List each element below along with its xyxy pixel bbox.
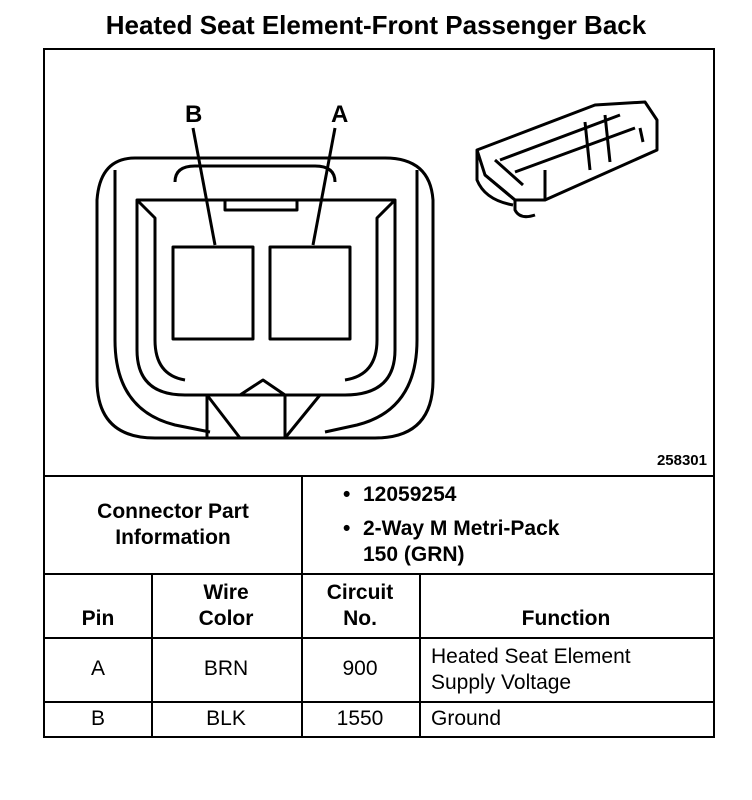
col-divider-2 [301, 573, 303, 736]
connector-inner-ledge-right [324, 170, 419, 434]
row-a-function: Heated Seat Element Supply Voltage [431, 645, 631, 694]
row-a-circuit: 900 [342, 657, 378, 680]
cavity-label-b: B [185, 101, 202, 128]
table-top-border [45, 475, 713, 477]
connector-info-label: Connector Part Information [97, 500, 249, 549]
connector-diagram-frame: B A 258301 Connector Part Information •1… [43, 48, 715, 738]
row-b-wire-color: BLK [206, 707, 246, 730]
col-divider-3 [419, 573, 421, 736]
connector-info-item-cont: 150 (GRN) [363, 543, 465, 566]
leader-line-b [191, 127, 217, 246]
header-function: Function [521, 607, 611, 630]
connector-latch-window [223, 200, 299, 212]
header-wire-color: Wire Color [198, 581, 254, 630]
header-top-border [45, 573, 713, 575]
connector-face-drawing: B A [95, 100, 659, 440]
connector-chamfer-right [344, 198, 397, 382]
header-circuit: Circuit No. [326, 581, 394, 630]
connector-info-item: •12059254 [343, 483, 457, 506]
connector-inner-ledge-left [113, 170, 211, 434]
cavity-label-a: A [331, 101, 348, 128]
figure-id: 258301 [656, 452, 707, 469]
row-divider [45, 701, 713, 703]
connector-keyway [205, 378, 322, 439]
connector-outer-housing [95, 156, 435, 440]
col-divider-1 [151, 573, 153, 736]
connector-3d-view [475, 100, 659, 219]
row-a-pin: A [90, 657, 105, 680]
cavity-b [171, 245, 255, 341]
cavity-a [268, 245, 352, 341]
page-title: Heated Seat Element-Front Passenger Back [105, 10, 647, 40]
info-divider [301, 475, 303, 573]
header-bottom-border [45, 637, 713, 639]
connector-inner-face [135, 198, 397, 397]
connector-chamfer-left [135, 198, 186, 382]
header-pin: Pin [81, 607, 115, 630]
connector-info-item: •2-Way M Metri-Pack [343, 517, 560, 540]
connector-latch-bump [173, 164, 337, 183]
row-b-function: Ground [431, 707, 502, 730]
row-b-circuit: 1550 [336, 707, 384, 730]
row-a-wire-color: BRN [203, 657, 249, 680]
leader-line-a [311, 127, 337, 246]
row-b-pin: B [90, 707, 105, 730]
